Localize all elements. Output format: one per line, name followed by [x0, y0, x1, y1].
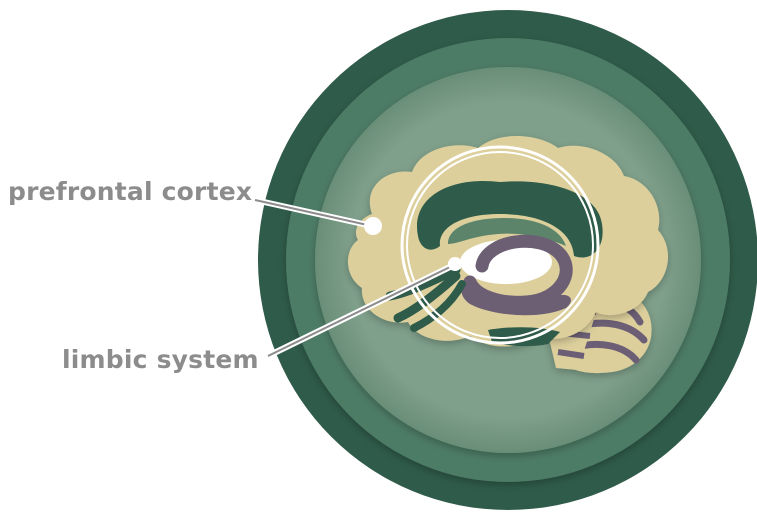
limbic-system-label: limbic system	[62, 345, 259, 374]
limbic-marker-dot	[448, 257, 462, 271]
pfc-marker-dot	[364, 217, 382, 235]
prefrontal-cortex-label: prefrontal cortex	[8, 177, 252, 206]
